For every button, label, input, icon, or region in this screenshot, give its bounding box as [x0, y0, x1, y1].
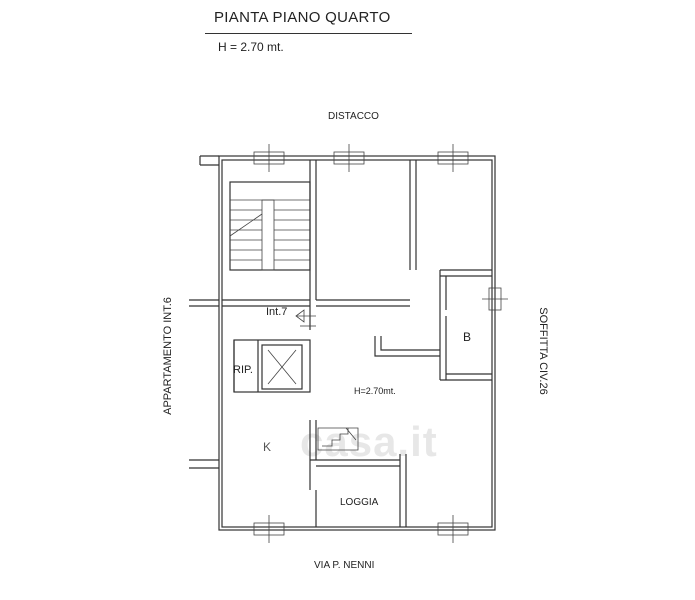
loggia-right-wall [399, 454, 407, 527]
room-divider-top [409, 160, 417, 270]
bathroom-left-top [439, 270, 447, 310]
bathroom-label: B [463, 330, 472, 344]
loggia-top-wall [310, 459, 400, 467]
stair-landing-wall [222, 299, 310, 307]
room-height-label: H=2.70mt. [354, 386, 396, 396]
loggia-label: LOGGIA [340, 497, 379, 508]
outer-walls [218, 155, 496, 531]
left-mid-stub [189, 299, 219, 307]
left-bottom-stub [189, 459, 219, 469]
kitchen-stair [317, 427, 359, 451]
stair-right-wall [309, 160, 317, 330]
bathroom-walls [439, 310, 492, 381]
kitchen-divider [309, 420, 317, 490]
street-label: VIA P. NENNI [314, 560, 375, 571]
storage-label: RIP. [233, 364, 253, 376]
top-right-room-bottom [440, 269, 492, 277]
title-underline [205, 33, 412, 34]
bathroom-front-wall [374, 336, 440, 357]
entrance-door [295, 309, 316, 327]
left-top-stub [199, 155, 219, 166]
top-boundary-label: DISTACCO [328, 111, 379, 122]
corridor-top-wall [316, 299, 410, 307]
plan-title: PIANTA PIANO QUARTO [214, 9, 391, 26]
windows [253, 144, 508, 543]
kitchen-label: K [263, 440, 272, 454]
watermark: casa.it [300, 418, 438, 465]
stairwell [229, 181, 311, 271]
apartment-label: Int.7 [266, 306, 288, 318]
floor-height-note: H = 2.70 mt. [218, 40, 284, 54]
lift-and-storage [233, 339, 311, 393]
